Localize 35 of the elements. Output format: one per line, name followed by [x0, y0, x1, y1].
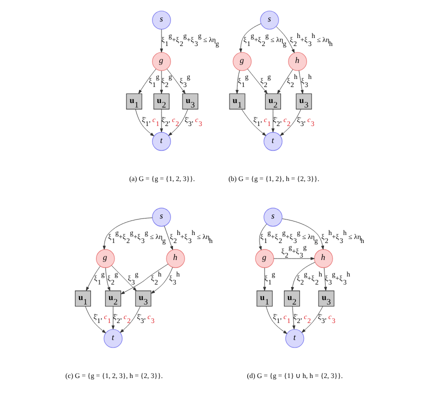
arrow [276, 26, 295, 54]
arrow [291, 262, 316, 292]
arrow [236, 70, 240, 94]
arrow [120, 306, 141, 333]
arrow [160, 70, 163, 94]
arrow [120, 264, 168, 294]
arrow [168, 109, 188, 136]
arrow [112, 306, 115, 330]
arrow [150, 267, 173, 294]
arrow [298, 70, 304, 94]
arrow [258, 224, 267, 250]
arrow [247, 68, 268, 94]
arrow [274, 257, 315, 260]
arrow [164, 226, 173, 250]
arrow [272, 109, 274, 132]
arrow [86, 266, 100, 291]
arrow [239, 23, 262, 53]
arrow [280, 109, 302, 136]
arrow [160, 109, 163, 132]
arrow [263, 268, 266, 291]
arrow [85, 306, 106, 334]
arrow [160, 29, 163, 53]
arrow [138, 68, 156, 94]
arrow [302, 306, 324, 333]
arrow [292, 306, 296, 330]
arrow [135, 109, 154, 136]
arrow [166, 68, 186, 94]
arrow [324, 268, 327, 291]
arrow [277, 69, 294, 94]
arrow [282, 218, 324, 250]
arrow [241, 108, 266, 136]
arrow [111, 265, 137, 292]
arrow [105, 268, 110, 292]
arrow [102, 218, 153, 250]
arrow [266, 306, 288, 334]
